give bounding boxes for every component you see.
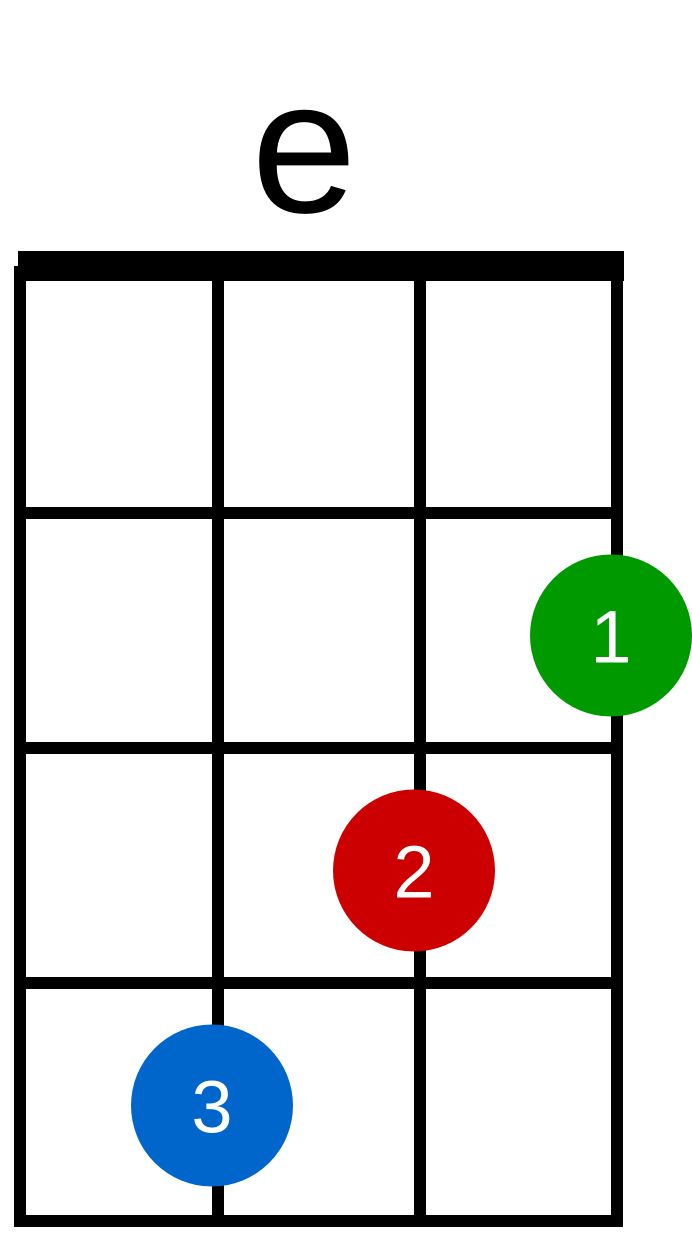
finger-marker-1: 1 [530, 554, 692, 717]
finger-markers: 1 2 3 [131, 554, 692, 1187]
finger-marker-2: 2 [333, 789, 495, 952]
finger-number: 1 [590, 596, 631, 679]
finger-number: 3 [191, 1066, 232, 1149]
finger-marker-3: 3 [131, 1024, 293, 1187]
frets [14, 507, 623, 1227]
finger-number: 2 [393, 831, 434, 914]
chord-name: e [251, 41, 357, 253]
finger-dot [333, 789, 495, 952]
finger-dot [530, 554, 692, 717]
nut [18, 251, 624, 281]
finger-dot [131, 1024, 293, 1187]
